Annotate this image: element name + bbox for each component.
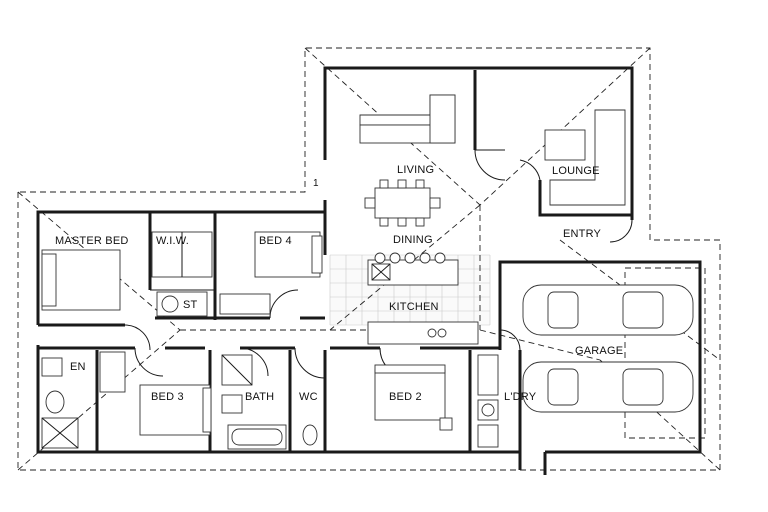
walls bbox=[36, 66, 702, 475]
entry-label: ENTRY bbox=[563, 228, 602, 240]
lounge-label: LOUNGE bbox=[552, 165, 600, 177]
dining-label: DINING bbox=[393, 234, 433, 246]
bed2-label: BED 2 bbox=[389, 391, 422, 403]
st-label: ST bbox=[183, 299, 198, 311]
laundry-label: L'DRY bbox=[504, 391, 537, 403]
grid-marker-label: 1 bbox=[313, 178, 319, 189]
en-label: EN bbox=[70, 361, 86, 373]
bath-label: BATH bbox=[245, 391, 275, 403]
bed4-label: BED 4 bbox=[259, 235, 292, 247]
bed3-label: BED 3 bbox=[151, 391, 184, 403]
garage-label: GARAGE bbox=[575, 345, 624, 357]
furniture bbox=[41, 94, 694, 450]
living-label: LIVING bbox=[397, 164, 435, 176]
wiw-label: W.I.W. bbox=[156, 235, 189, 247]
master-bed-label: MASTER BED bbox=[55, 235, 129, 247]
kitchen-label: KITCHEN bbox=[389, 301, 439, 313]
wc-label: WC bbox=[299, 391, 318, 403]
